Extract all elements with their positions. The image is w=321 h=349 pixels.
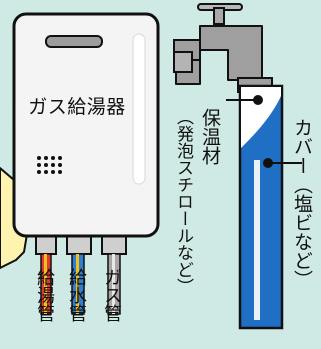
insulation-sublabel: （発泡スチロールなど）: [173, 108, 193, 295]
water-heater: [12, 12, 160, 238]
cover-label: カバー（塩ビなど）: [291, 118, 313, 289]
pipe-label-hot: 給湯管: [34, 268, 55, 322]
faucet: [173, 3, 273, 93]
pipe-label-cold: 給水管: [66, 268, 87, 322]
insulation-label: 保温材: [199, 108, 221, 165]
pipe-cover: [238, 84, 284, 330]
vent-grille: [37, 156, 62, 174]
heater-label: ガス給湯器: [28, 96, 126, 118]
leader-lines: [226, 95, 302, 168]
pipe-label-gas: ガス管: [101, 268, 122, 322]
